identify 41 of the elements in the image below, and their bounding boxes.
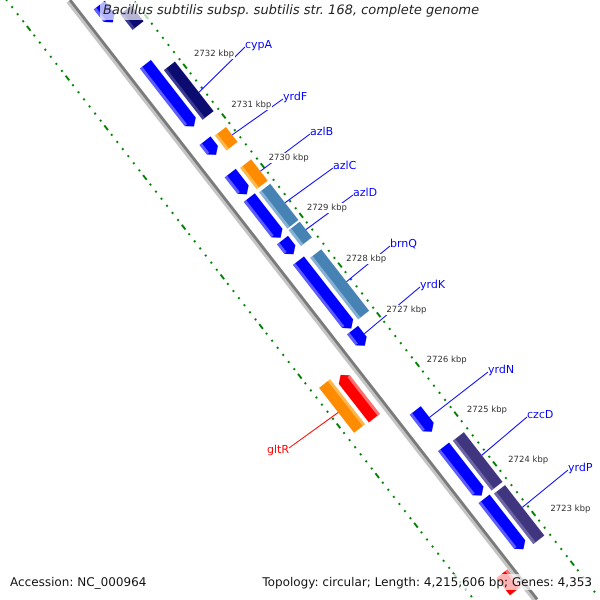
gene-block xyxy=(347,326,367,346)
leader-line xyxy=(481,416,528,456)
gene-block xyxy=(288,222,312,246)
gene-name: cypA xyxy=(245,38,272,51)
leader-line xyxy=(522,470,568,508)
gene-block xyxy=(240,159,268,190)
leader-line xyxy=(232,98,284,136)
gene-block xyxy=(214,126,238,151)
leader-line xyxy=(198,46,246,93)
gene-block xyxy=(259,184,298,229)
info-text: Topology: circular; Length: 4,215,606 bp; Genes: 4,353 xyxy=(260,574,594,590)
gene-block xyxy=(452,432,503,490)
position-label: 2725 kbp xyxy=(466,405,508,415)
gene-block xyxy=(478,494,526,550)
leader-line xyxy=(429,372,488,418)
gene-block xyxy=(164,61,214,120)
gene-name: azlD xyxy=(353,186,378,199)
gene-name: czcD xyxy=(527,408,554,421)
position-label: 2728 kbp xyxy=(345,254,388,264)
gene-name: azlC xyxy=(333,159,356,172)
gene-name: yrdK xyxy=(420,278,446,291)
gene-block xyxy=(276,236,296,254)
gene-block xyxy=(200,136,218,155)
position-label: 2731 kbp xyxy=(230,100,272,110)
position-label: 2724 kbp xyxy=(507,455,550,465)
position-label: 2727 kbp xyxy=(385,305,428,315)
position-label: 2729 kbp xyxy=(306,203,348,213)
gene-name: brnQ xyxy=(390,237,417,250)
leader-line xyxy=(288,412,339,448)
position-label: 2726 kbp xyxy=(426,355,468,365)
position-label: 2723 kbp xyxy=(549,504,592,514)
gene-name: yrdN xyxy=(488,363,514,376)
position-label: 2732 kbp xyxy=(192,49,236,59)
gene-name: azlB xyxy=(310,125,334,138)
gene-name: yrdP xyxy=(568,461,592,474)
gene-block xyxy=(410,406,434,432)
info-text: Accession: NC_000964 xyxy=(8,574,148,590)
position-label: 2730 kbp xyxy=(268,153,310,163)
gene-block xyxy=(319,379,366,433)
gene-name: gltR xyxy=(267,443,289,456)
gene-name: yrdF xyxy=(283,90,308,103)
